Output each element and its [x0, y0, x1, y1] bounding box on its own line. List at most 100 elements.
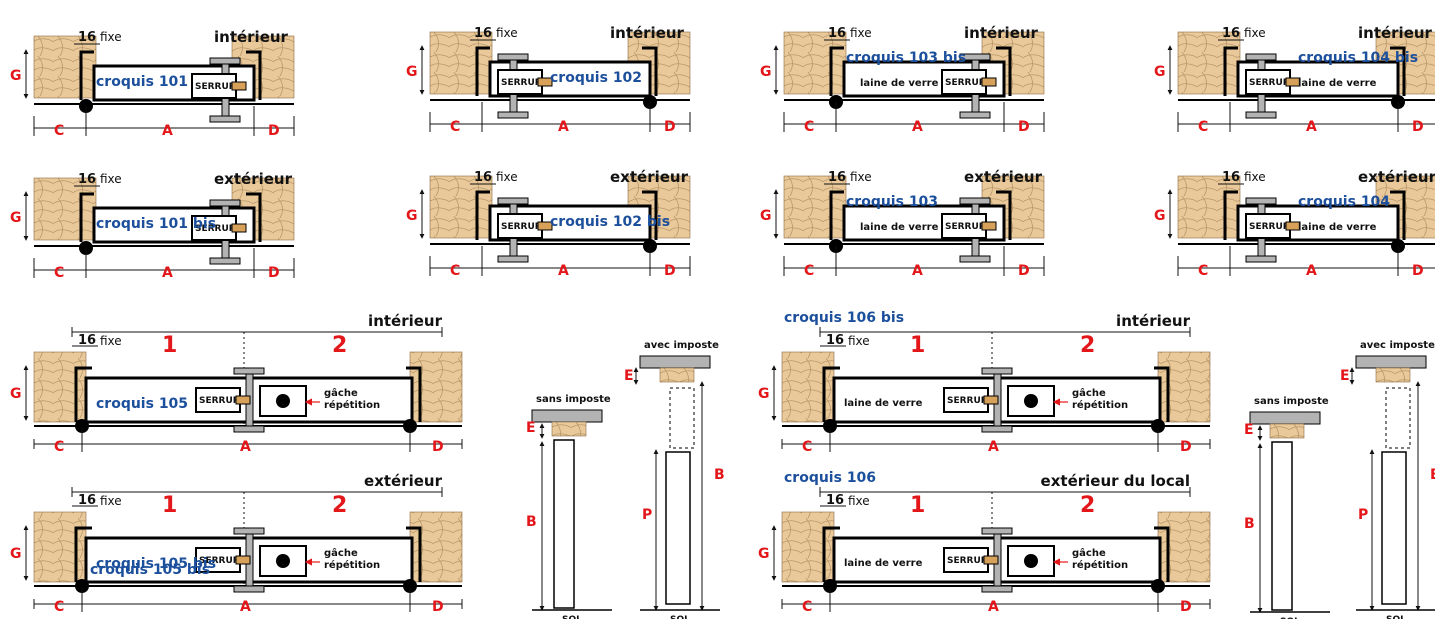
handle-plate [1245, 255, 1277, 263]
dim-A: A [912, 119, 923, 135]
handle-plate [959, 197, 991, 205]
lock-latch [981, 221, 997, 231]
strike-hole [276, 554, 290, 568]
lock-latch [537, 77, 553, 87]
dim-D: D [664, 119, 676, 135]
handle-plate [981, 527, 1013, 535]
dim-G: G [758, 386, 770, 402]
handle-plate [981, 585, 1013, 593]
head-jamb [1269, 423, 1305, 439]
side-label: intérieur [1116, 312, 1191, 330]
wall-left [33, 177, 97, 241]
dim-E: E [1340, 368, 1350, 384]
transom [669, 387, 695, 449]
lock-label: SERRURE [947, 396, 994, 406]
lock-label: SERRURE [501, 222, 548, 232]
elevation-title: avec imposte [644, 340, 719, 351]
frame-right [1154, 526, 1170, 582]
dim-C: C [54, 265, 64, 281]
door-panel [665, 451, 691, 605]
glass-label: laine de verre [860, 78, 939, 89]
side-label: intérieur [214, 28, 289, 46]
dim-G: G [1154, 64, 1166, 80]
side-label: extérieur [364, 472, 443, 490]
side-label: extérieur du local [1041, 472, 1190, 490]
frame-left [79, 50, 94, 100]
dim-B: B [1430, 467, 1435, 483]
sketch-name: croquis 102 [550, 70, 642, 86]
lock-label: SERRURE [1249, 222, 1296, 232]
dim-E: E [1244, 422, 1254, 438]
dim-A: A [162, 123, 173, 139]
leaf-2-number: 2 [1080, 493, 1095, 518]
strike-hole [1024, 554, 1038, 568]
lock-box [497, 213, 543, 239]
dim-D: D [664, 263, 676, 279]
lock-label: SERRURE [195, 82, 242, 92]
lock-latch [981, 77, 997, 87]
dim-D: D [1180, 599, 1192, 615]
fixe-word: fixe [100, 172, 122, 186]
strike-label-1: gâche [324, 547, 358, 559]
hinge-right [403, 579, 417, 593]
lock-latch [983, 395, 999, 405]
dim-D: D [1412, 263, 1424, 279]
sketch-name: croquis 103 [846, 194, 938, 210]
fixe-number: 16 [78, 172, 96, 187]
handle-plate [497, 53, 529, 61]
wall-left [781, 351, 835, 423]
lock-box [941, 213, 987, 239]
sketch-name: croquis 105 bis [96, 556, 216, 572]
frame-right [406, 366, 422, 422]
fixe-word: fixe [1244, 26, 1266, 40]
hinge-left [823, 419, 837, 433]
frame-left [822, 526, 840, 582]
dim-G: G [406, 64, 418, 80]
dim-A: A [240, 599, 251, 615]
glass-label: laine de verre [860, 222, 939, 233]
strike-hole [276, 394, 290, 408]
dim-D: D [1412, 119, 1424, 135]
wall-left [781, 511, 835, 583]
lock-label: SERRURE [195, 224, 242, 234]
handle-plate [233, 425, 265, 433]
handle-plate [981, 367, 1013, 375]
frame-left [1223, 46, 1238, 96]
hinge-right [403, 419, 417, 433]
handle-plate [209, 257, 241, 265]
frame-right [996, 46, 1012, 96]
leaf-1-number: 1 [162, 333, 177, 358]
elevation-title: sans imposte [1254, 396, 1329, 407]
sketch-name: croquis 101 bis [96, 216, 216, 232]
frame-right [642, 46, 658, 96]
lintel [531, 409, 603, 423]
fixe-word: fixe [496, 26, 518, 40]
lock-latch [1285, 221, 1301, 231]
sketch-name: croquis 105 [96, 396, 188, 412]
fixe-word: fixe [848, 334, 870, 348]
wall-left [33, 35, 97, 99]
dim-A: A [912, 263, 923, 279]
hinge-left [823, 579, 837, 593]
hinge-left [75, 579, 89, 593]
side-label: intérieur [610, 24, 685, 42]
sketch-name-105bis: croquis 105 bis [90, 562, 210, 578]
glass-label: laine de verre [1298, 78, 1377, 89]
sketch-name: croquis 101 [96, 74, 188, 90]
handle-plate [497, 111, 529, 119]
sketch-name-106bis: croquis 106 bis [784, 310, 904, 326]
dim-G: G [406, 208, 418, 224]
handle-plate [233, 367, 265, 375]
lock-latch [235, 555, 251, 565]
handle-plate [233, 527, 265, 535]
fixe-number: 16 [474, 26, 492, 41]
fixe-word: fixe [100, 334, 122, 348]
floor-label: SOL [1386, 615, 1406, 619]
